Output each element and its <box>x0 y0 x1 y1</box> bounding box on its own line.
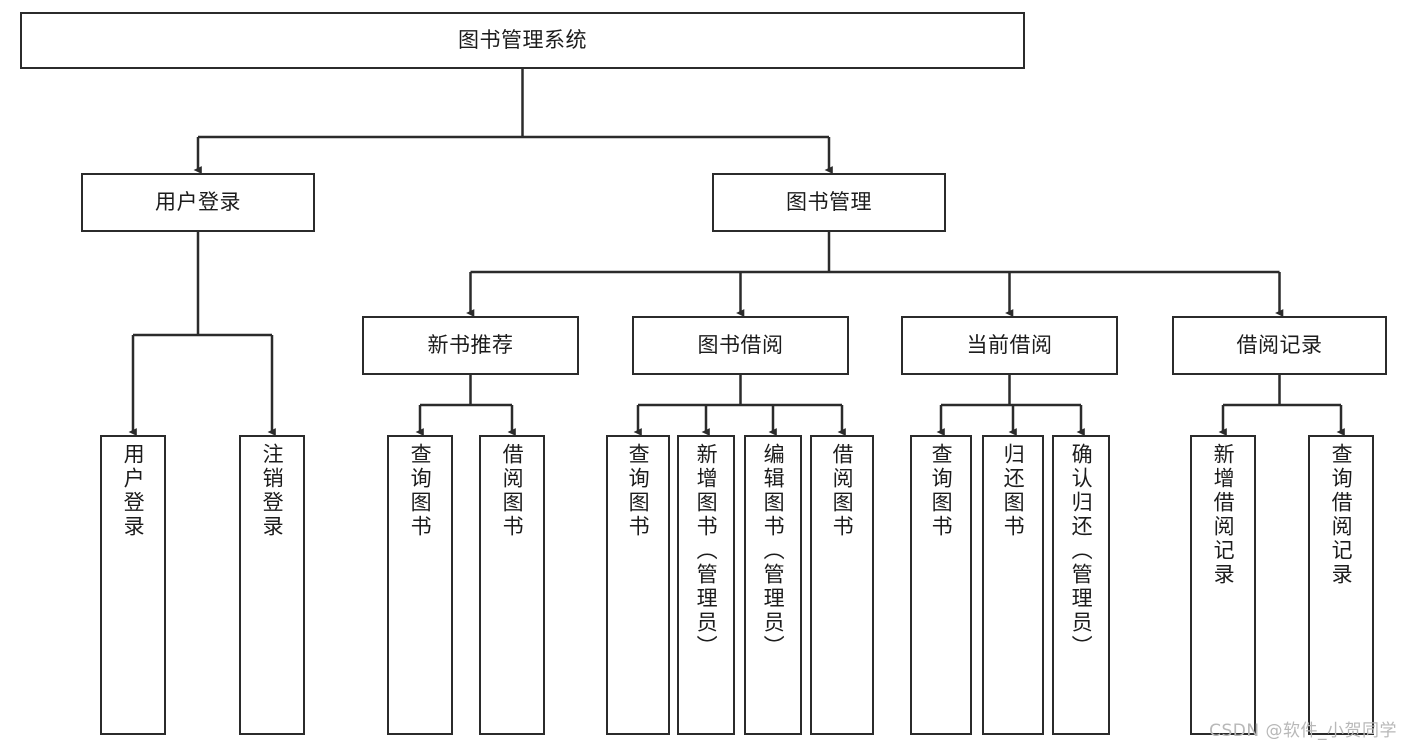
node-label: 借阅图书 <box>830 443 855 539</box>
leaf-node-注销登录[interactable]: 注销登录 <box>239 435 305 735</box>
leaf-node-归还图书[interactable]: 归还图书 <box>982 435 1044 735</box>
node-label: 确认归还（管理员） <box>1069 443 1094 659</box>
leaf-node-编辑图书管理员[interactable]: 编辑图书（管理员） <box>744 435 802 735</box>
level3-node-借阅记录[interactable]: 借阅记录 <box>1172 316 1387 375</box>
leaf-node-确认归还管理员[interactable]: 确认归还（管理员） <box>1052 435 1110 735</box>
node-label: 新增借阅记录 <box>1211 443 1236 587</box>
node-label: 借阅记录 <box>1236 332 1323 357</box>
node-label: 图书借阅 <box>697 332 784 357</box>
node-label: 查询图书 <box>929 443 954 539</box>
node-label: 图书管理 <box>786 189 872 214</box>
node-label: 查询图书 <box>408 443 433 539</box>
leaf-node-用户登录[interactable]: 用户登录 <box>100 435 166 735</box>
node-label: 当前借阅 <box>966 332 1053 357</box>
leaf-node-查询借阅记录[interactable]: 查询借阅记录 <box>1308 435 1374 735</box>
leaf-node-新增图书管理员[interactable]: 新增图书（管理员） <box>677 435 735 735</box>
node-label: 查询借阅记录 <box>1329 443 1354 587</box>
leaf-node-查询图书[interactable]: 查询图书 <box>387 435 453 735</box>
leaf-node-借阅图书[interactable]: 借阅图书 <box>479 435 545 735</box>
level2-node-图书管理[interactable]: 图书管理 <box>712 173 946 232</box>
connector-lines <box>128 69 1345 436</box>
node-label: 图书管理系统 <box>458 27 587 52</box>
level3-node-图书借阅[interactable]: 图书借阅 <box>632 316 849 375</box>
root-node-图书管理系统[interactable]: 图书管理系统 <box>20 12 1025 69</box>
node-label: 用户登录 <box>121 443 146 539</box>
level3-node-当前借阅[interactable]: 当前借阅 <box>901 316 1118 375</box>
leaf-node-查询图书[interactable]: 查询图书 <box>606 435 670 735</box>
level2-node-用户登录[interactable]: 用户登录 <box>81 173 315 232</box>
leaf-node-查询图书[interactable]: 查询图书 <box>910 435 972 735</box>
node-label: 注销登录 <box>260 443 285 539</box>
node-label: 新增图书（管理员） <box>694 443 719 659</box>
node-label: 用户登录 <box>155 189 241 214</box>
node-label: 归还图书 <box>1001 443 1026 539</box>
node-label: 新书推荐 <box>427 332 514 357</box>
level3-node-新书推荐[interactable]: 新书推荐 <box>362 316 579 375</box>
node-label: 借阅图书 <box>500 443 525 539</box>
node-label: 查询图书 <box>626 443 651 539</box>
leaf-node-新增借阅记录[interactable]: 新增借阅记录 <box>1190 435 1256 735</box>
node-label: 编辑图书（管理员） <box>761 443 786 659</box>
leaf-node-借阅图书[interactable]: 借阅图书 <box>810 435 874 735</box>
